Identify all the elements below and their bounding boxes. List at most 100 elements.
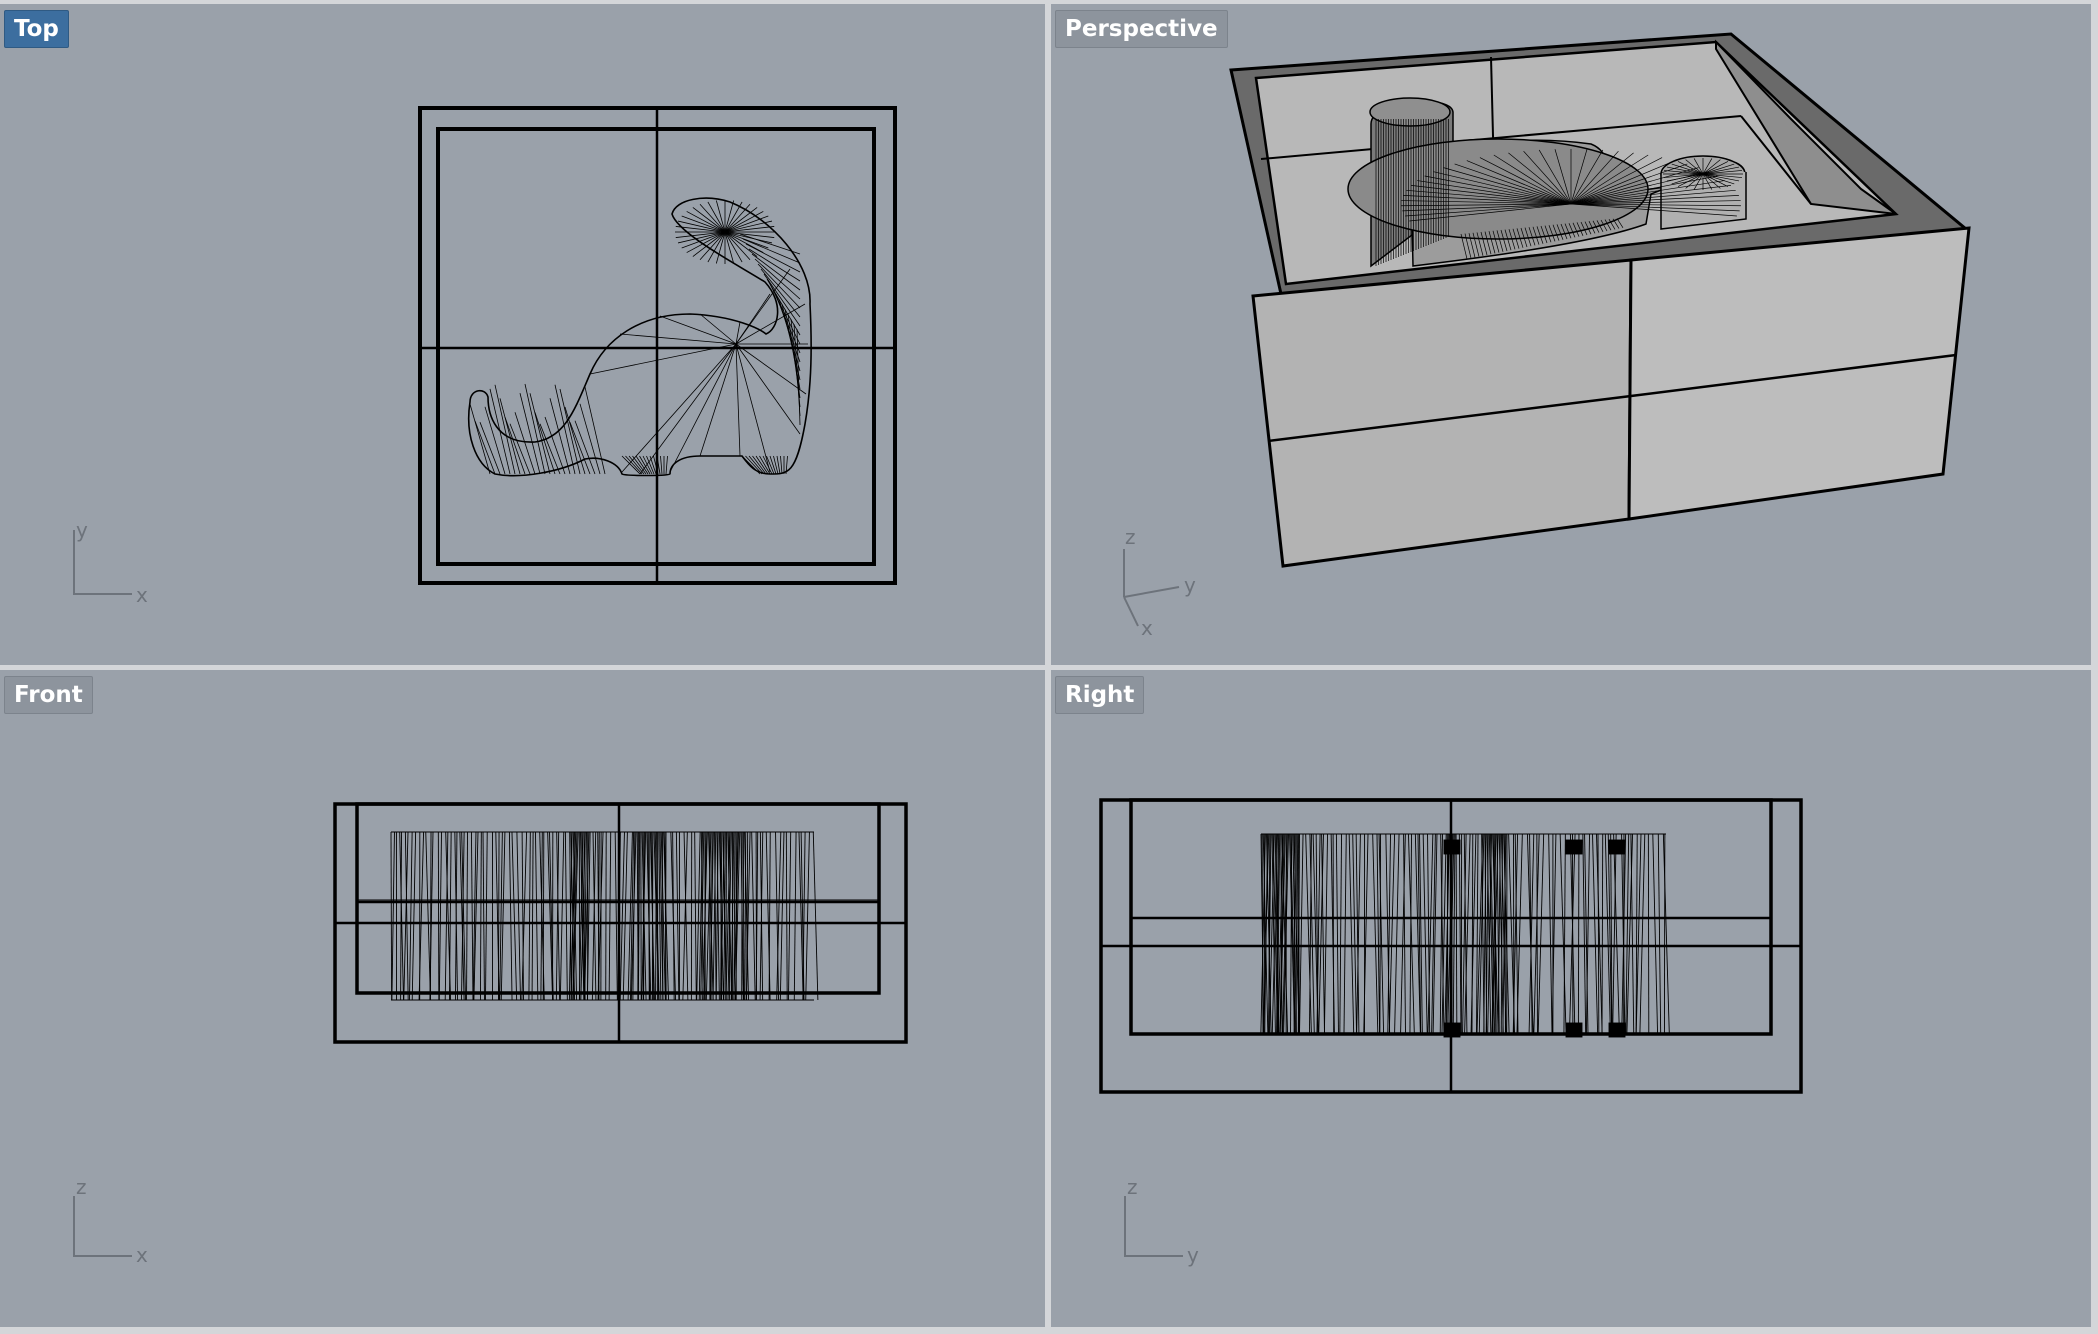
viewport-right[interactable]: z y Right xyxy=(1051,670,2091,1327)
mesh-edge xyxy=(1504,833,1506,1035)
mesh-edge xyxy=(1282,833,1288,1035)
viewport-perspective[interactable]: z y x Perspective xyxy=(1051,4,2091,665)
mesh-edge xyxy=(755,455,769,475)
svg-text:y: y xyxy=(1187,1243,1199,1267)
svg-text:x: x xyxy=(1141,616,1153,640)
mesh-edge xyxy=(1492,230,1500,253)
mesh-edge xyxy=(1276,833,1280,1035)
mesh-edge xyxy=(574,420,596,475)
mesh-edge xyxy=(438,831,442,1001)
mesh-edge xyxy=(762,455,773,475)
mesh-edge xyxy=(763,273,801,327)
mesh-edge xyxy=(694,831,697,1001)
mesh-edge xyxy=(1261,833,1264,1035)
mesh-edge xyxy=(724,211,764,233)
mesh-edge xyxy=(521,831,528,1001)
mesh-edge xyxy=(649,455,657,475)
mesh-edge xyxy=(1316,833,1321,1035)
mesh-edge xyxy=(1491,833,1497,1035)
mesh-edge xyxy=(702,831,708,1001)
mesh-edge xyxy=(1508,229,1516,250)
viewport-label-front[interactable]: Front xyxy=(4,676,93,714)
mesh-edge xyxy=(714,831,717,1001)
mesh-edge xyxy=(572,831,578,1001)
mesh-edge xyxy=(1502,833,1507,1035)
mesh-edge xyxy=(1289,833,1296,1035)
mesh-edge xyxy=(716,831,720,1001)
mesh-edge xyxy=(735,343,807,395)
top-center-lines xyxy=(420,108,895,583)
mesh-edge xyxy=(1388,833,1396,1035)
mesh-edge xyxy=(1560,223,1568,240)
viewport-label-perspective[interactable]: Perspective xyxy=(1055,10,1228,48)
mesh-edge xyxy=(742,238,801,264)
mesh-edge xyxy=(529,393,551,475)
mesh-edge xyxy=(1458,833,1462,1035)
mesh-edge xyxy=(1570,180,1725,205)
mesh-edge xyxy=(1580,221,1588,236)
mesh-edge xyxy=(544,416,566,475)
mesh-edge xyxy=(1479,157,1572,205)
mesh-edge xyxy=(1279,833,1285,1035)
mesh-edge xyxy=(639,455,651,475)
mesh-edge xyxy=(1568,223,1576,238)
mesh-edge xyxy=(653,455,659,475)
box-front-wall-left xyxy=(1251,258,1633,568)
mesh-edge xyxy=(1318,833,1324,1035)
mesh-edge xyxy=(484,406,506,475)
mesh-edge xyxy=(614,831,618,1001)
mesh-edge xyxy=(1454,163,1572,205)
mesh-edge xyxy=(580,831,586,1001)
mesh-edge xyxy=(1283,833,1289,1035)
mesh-edge xyxy=(1520,227,1528,248)
mesh-edge xyxy=(735,303,806,345)
mesh-edge xyxy=(1604,833,1611,1035)
mesh-edge xyxy=(788,831,792,1001)
mesh-edge xyxy=(1411,185,1572,205)
mesh-edge xyxy=(724,200,735,233)
mesh-edge xyxy=(583,831,587,1001)
viewport-label-top[interactable]: Top xyxy=(4,10,69,48)
mesh-edge xyxy=(482,831,485,1001)
mesh-edge xyxy=(559,388,581,475)
mesh-edge xyxy=(1332,833,1335,1035)
mesh-edge xyxy=(470,831,474,1001)
mesh-edge xyxy=(1401,203,1572,207)
mesh-block xyxy=(1608,1022,1626,1038)
mesh-edge xyxy=(1528,227,1536,246)
mesh-edge xyxy=(1702,170,1743,175)
mesh-edge xyxy=(730,831,735,1001)
mesh-edge xyxy=(1447,833,1454,1035)
mesh-edge xyxy=(1462,833,1467,1035)
mesh-edge xyxy=(1516,833,1523,1035)
mesh-edge xyxy=(391,831,395,1001)
mesh-edge xyxy=(741,455,761,475)
mesh-edge xyxy=(796,328,801,426)
mesh-edge xyxy=(699,231,726,260)
mesh-edge xyxy=(760,268,801,318)
mesh-edge xyxy=(1588,221,1596,234)
viewport-top[interactable]: y x Top xyxy=(0,4,1045,665)
mesh-edge xyxy=(556,831,561,1001)
mesh-edge xyxy=(1402,203,1572,212)
mesh-edge xyxy=(425,831,431,1001)
mesh-edge xyxy=(399,831,404,1001)
mesh-edge xyxy=(1460,233,1468,260)
mesh-edge xyxy=(1485,833,1489,1035)
mesh-edge xyxy=(1483,833,1487,1035)
mesh-edge xyxy=(564,831,568,1001)
viewport-label-right[interactable]: Right xyxy=(1055,676,1145,714)
mesh-edge xyxy=(723,831,726,1001)
mesh-edge xyxy=(773,455,779,475)
mesh-edge xyxy=(621,343,737,473)
mesh-edge xyxy=(677,220,726,233)
mesh-edge xyxy=(700,831,705,1001)
mesh-edge xyxy=(1394,833,1400,1035)
mesh-edge xyxy=(735,343,741,457)
mesh-edge xyxy=(528,831,531,1001)
viewport-front[interactable]: z x Front xyxy=(0,670,1045,1327)
mesh-edge xyxy=(724,231,743,263)
mesh-edge xyxy=(802,831,806,1001)
mesh-edge xyxy=(1321,833,1325,1035)
mesh-edge xyxy=(659,315,737,345)
